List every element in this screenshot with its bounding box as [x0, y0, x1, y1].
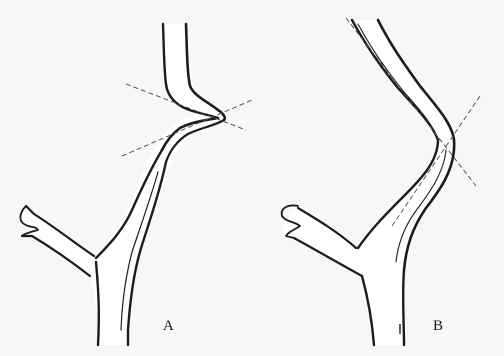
panel-a-vessel-fill [20, 24, 224, 345]
panel-a-label: A [163, 318, 174, 335]
panel-b-label: B [433, 318, 443, 335]
panel-a-vessel [20, 24, 225, 345]
panel-b-vessel [282, 20, 454, 345]
panel-b-trunk-right [403, 270, 404, 345]
